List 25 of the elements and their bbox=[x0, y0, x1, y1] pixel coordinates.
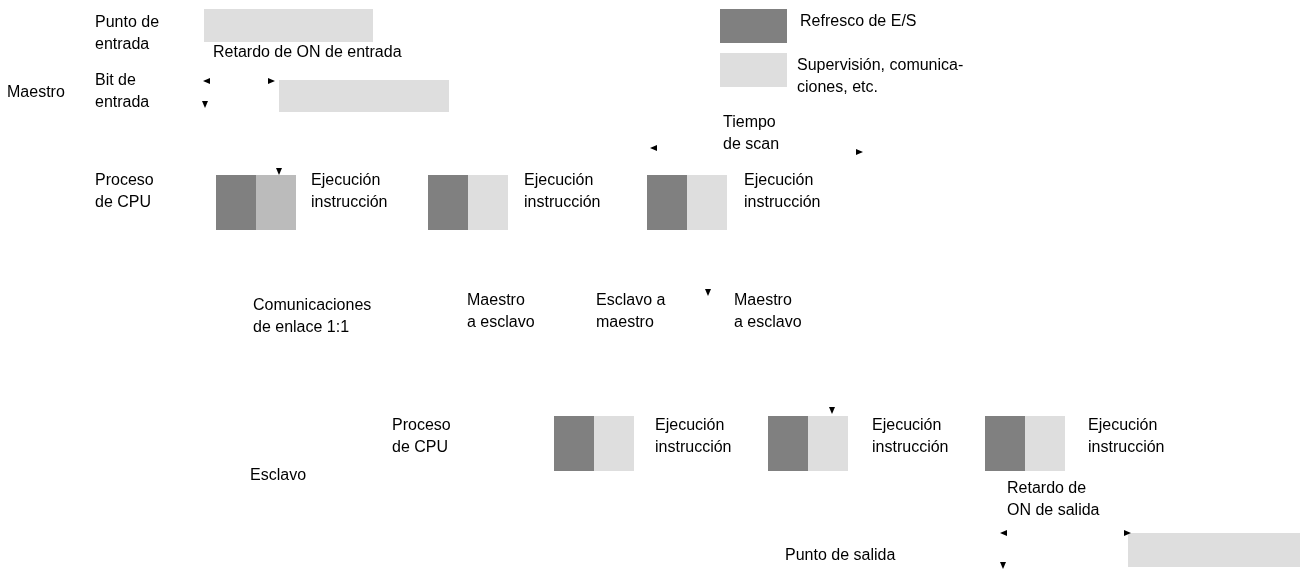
timing-label: Tiempo de scan bbox=[723, 112, 781, 154]
input-bit-bar bbox=[279, 80, 449, 112]
timing-label: Retardo de ON de salida bbox=[1007, 478, 1101, 520]
output-signal-bar bbox=[1128, 533, 1300, 567]
timing-label: Esclavo bbox=[250, 465, 308, 485]
timing-label: Punto de salida bbox=[785, 545, 897, 565]
timing-label: Comunicaciones de enlace 1:1 bbox=[253, 295, 373, 337]
timing-label: Maestro bbox=[7, 82, 66, 102]
timing-label: Ejecución instrucción bbox=[744, 170, 822, 212]
timing-label: Maestro a esclavo bbox=[734, 290, 803, 332]
legend-text: Supervisión, comunica-ciones, etc. bbox=[797, 55, 965, 97]
timing-label: Proceso de CPU bbox=[392, 415, 452, 457]
legend-text: Refresco de E/S bbox=[800, 11, 918, 31]
timing-label: Ejecución instrucción bbox=[655, 415, 733, 457]
timing-label: Bit de entrada bbox=[95, 70, 151, 112]
timing-label: Esclavo a maestro bbox=[596, 290, 667, 332]
timing-label: Retardo de ON de entrada bbox=[213, 42, 403, 62]
timing-label: Proceso de CPU bbox=[95, 170, 155, 212]
timing-label: Ejecución instrucción bbox=[872, 415, 950, 457]
input-signal-bar bbox=[204, 9, 373, 42]
signal-label: Punto de entrada bbox=[95, 12, 161, 54]
timing-label: Maestro a esclavo bbox=[467, 290, 536, 332]
timing-label: Ejecución instrucción bbox=[1088, 415, 1166, 457]
timing-label: Ejecución instrucción bbox=[524, 170, 602, 212]
timing-label: Ejecución instrucción bbox=[311, 170, 389, 212]
